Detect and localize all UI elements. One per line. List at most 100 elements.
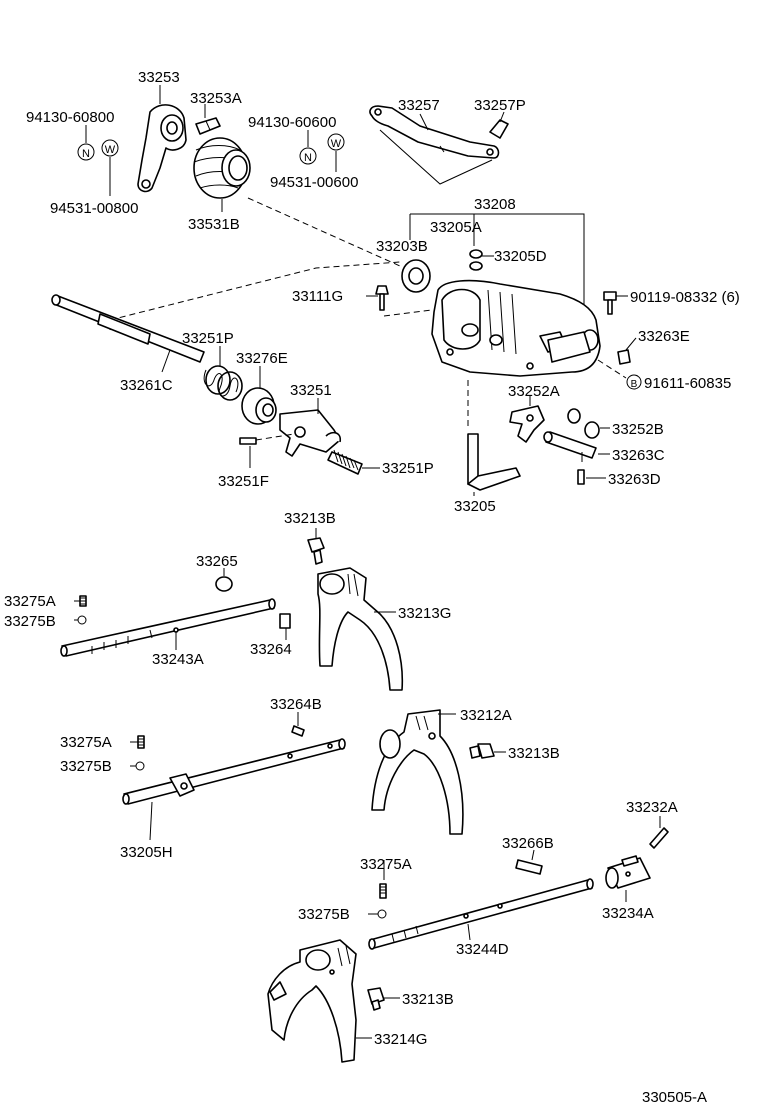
shaft-33261C [51,294,205,363]
lever-33251 [279,409,342,457]
label-33252B: 33252B [612,421,664,438]
label-33251P-top: 33251P [182,330,234,347]
label-90119-08332: 90119-08332 (6) [630,289,740,306]
nut-symbol-icon: N [77,143,95,161]
diagram-reference: 330505-A [642,1089,707,1106]
label-33263D: 33263D [608,471,661,488]
label-33251P-bottom: 33251P [382,460,434,477]
label-33213G: 33213G [398,605,451,622]
pin-33257P [489,119,509,139]
spring-33251P [203,365,243,401]
svg-text:N: N [304,152,312,164]
label-33232A: 33232A [626,799,678,816]
label-33251F: 33251F [218,473,269,490]
label-33275B-3: 33275B [298,906,350,923]
pin-33263C [543,431,597,462]
fork-33212A [371,709,464,835]
label-33264B: 33264B [270,696,322,713]
boot-33531B [193,137,251,199]
label-33266B: 33266B [502,835,554,852]
label-33275B-2: 33275B [60,758,112,775]
svg-text:N: N [82,148,90,160]
label-33264: 33264 [250,641,292,658]
bolt-33213B-3 [367,987,385,1011]
fork-33214G [267,939,357,1063]
label-33257: 33257 [398,97,440,114]
label-33213B-2: 33213B [508,745,560,762]
label-33213B-1: 33213B [284,510,336,527]
pin-33264 [279,613,291,629]
seal-33205D [469,249,483,271]
label-33265: 33265 [196,553,238,570]
lever-33252A [509,405,545,443]
label-33275A-1: 33275A [4,593,56,610]
pin-33251F [239,437,257,445]
ball-33275B-3 [377,909,387,919]
label-33244D: 33244D [456,941,509,958]
fork-33213G [317,567,404,691]
pin-33263D [577,469,585,485]
label-91611-60835: 91611-60835 [644,375,731,392]
label-33214G: 33214G [374,1031,427,1048]
shaft-33205H [122,738,346,805]
housing-33208 [431,279,601,377]
label-33111G: 33111G [292,288,343,305]
label-33205: 33205 [454,498,496,515]
label-94130-60600: 94130-60600 [248,114,336,131]
pin-33266B [515,859,543,875]
bolt-symbol-icon: B [626,374,642,390]
collar-33234A [605,855,651,889]
washer-symbol-icon: W [101,139,119,157]
label-33275A-2: 33275A [60,734,112,751]
label-33243A: 33243A [152,651,204,668]
clip-33252B [567,408,600,439]
label-94130-60800: 94130-60800 [26,109,114,126]
shift-lever-33253 [137,104,187,193]
label-33253: 33253 [138,69,180,86]
washer-symbol-icon: W [327,133,345,151]
label-33234A: 33234A [602,905,654,922]
svg-text:W: W [331,138,342,150]
label-33203B: 33203B [376,238,428,255]
plug-33265 [215,576,233,592]
pin-33264B [291,725,305,737]
label-33205H: 33205H [120,844,173,861]
svg-text:W: W [105,144,116,156]
label-33208: 33208 [474,196,516,213]
label-33205D: 33205D [494,248,547,265]
bolt-33111G [375,285,389,311]
shaft-33205 [467,433,521,491]
bolt-33213B-2 [469,743,495,759]
label-33263E: 33263E [638,328,690,345]
shaft-33244D [368,878,594,950]
label-33263C: 33263C [612,447,665,464]
label-33275B-1: 33275B [4,613,56,630]
spring-33275A-2 [137,735,145,749]
label-94531-00600: 94531-00600 [270,174,358,191]
label-33205A: 33205A [430,219,482,236]
label-33276E: 33276E [236,350,288,367]
label-33261C: 33261C [120,377,173,394]
shaft-33243A [60,598,276,657]
ball-33275B [77,615,87,625]
label-33257P: 33257P [474,97,526,114]
label-94531-00800: 94531-00800 [50,200,138,217]
lever-33257 [369,105,500,159]
label-33275A-3: 33275A [360,856,412,873]
svg-text:B: B [631,379,638,390]
bolt-33213B [307,537,325,565]
label-33252A: 33252A [508,383,560,400]
label-33253A: 33253A [190,90,242,107]
label-33251: 33251 [290,382,332,399]
spring-33275A [79,595,87,607]
pin-33253A [195,117,221,135]
label-33213B-3: 33213B [402,991,454,1008]
bushing-33276E [241,387,277,425]
spring-33275A-3 [379,883,387,899]
pin-33232A [649,827,669,849]
bearing-33203B [401,259,431,293]
label-33531B: 33531B [188,216,240,233]
label-33212A: 33212A [460,707,512,724]
nut-symbol-icon: N [299,147,317,165]
